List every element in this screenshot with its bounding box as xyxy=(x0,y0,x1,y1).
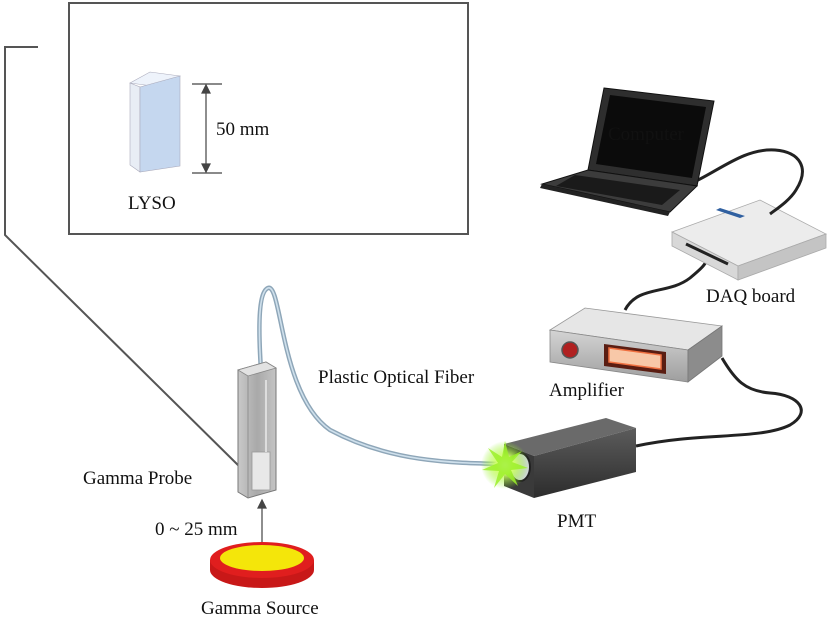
label-gamma-source: Gamma Source xyxy=(201,598,319,619)
label-gamma-probe: Gamma Probe xyxy=(83,468,193,489)
label-pmt: PMT xyxy=(557,511,597,532)
gamma-source-icon xyxy=(210,542,314,588)
label-distance: 0 ~ 25 mm xyxy=(155,519,238,540)
gamma-probe-icon xyxy=(237,361,277,499)
label-lyso: LYSO xyxy=(128,193,176,214)
cable-pmt-amplifier xyxy=(635,357,803,448)
daq-board-icon xyxy=(671,199,827,281)
label-optical-fiber: Plastic Optical Fiber xyxy=(318,367,475,388)
label-50mm: 50 mm xyxy=(216,119,270,140)
callout-lines xyxy=(4,46,244,471)
cable-amplifier-daq xyxy=(623,257,710,311)
label-amplifier: Amplifier xyxy=(549,380,624,401)
pmt-icon xyxy=(481,418,636,498)
label-computer: Computer xyxy=(608,124,684,145)
amplifier-icon xyxy=(548,307,724,383)
label-daq-board: DAQ board xyxy=(706,286,796,307)
cable-laptop-daq xyxy=(693,148,804,216)
laptop-icon xyxy=(540,87,715,216)
